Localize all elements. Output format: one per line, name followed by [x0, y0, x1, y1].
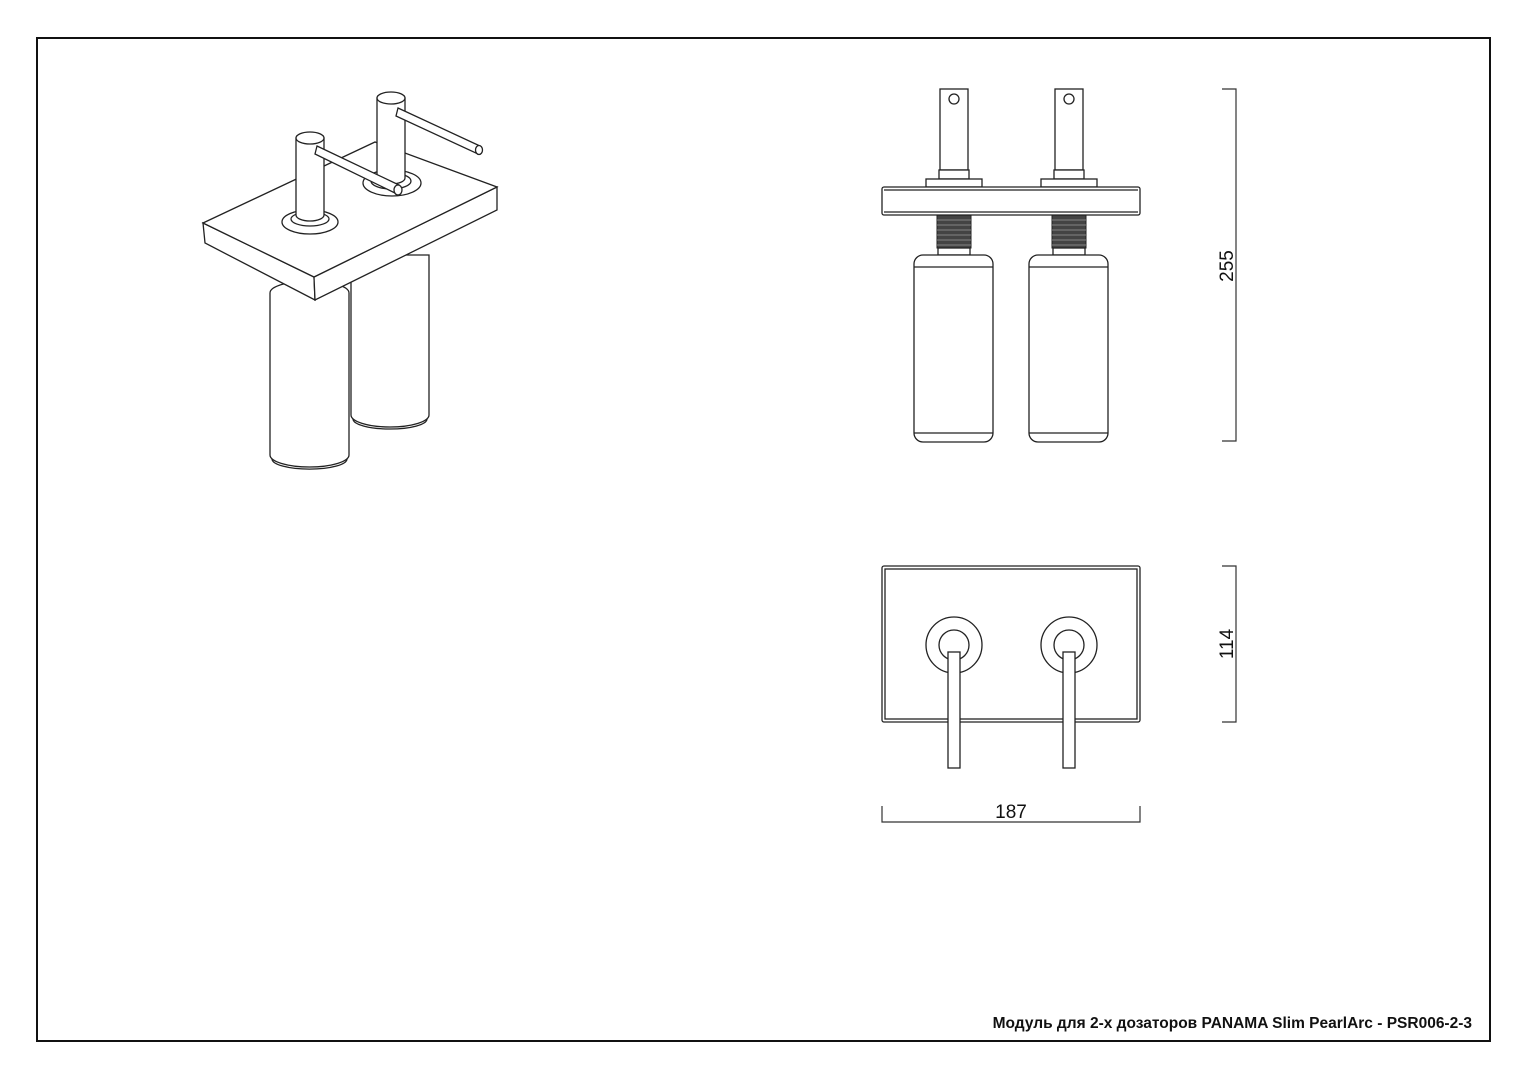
left-bottle	[269, 280, 350, 470]
front-right-dispenser	[1028, 88, 1109, 443]
dimension-width-label: 187	[995, 802, 1027, 823]
dimension-depth: 114	[1217, 565, 1238, 723]
dimension-height-label: 255	[1217, 250, 1238, 282]
front-view	[881, 88, 1141, 443]
top-right-dispenser	[1040, 616, 1098, 769]
top-view	[881, 565, 1141, 769]
dimension-height: 255	[1217, 88, 1238, 442]
dimension-width: 187	[881, 802, 1141, 823]
front-plate	[881, 186, 1141, 216]
drawing-title: Модуль для 2-х дозаторов PANAMA Slim Pea…	[992, 1015, 1472, 1032]
dimension-depth-label: 114	[1217, 628, 1238, 659]
top-left-dispenser	[925, 616, 983, 769]
top-plate	[881, 565, 1141, 723]
front-left-dispenser	[913, 88, 994, 443]
left-dispenser-pump	[281, 131, 403, 235]
right-bottle	[350, 254, 430, 430]
sheet-border	[36, 37, 1491, 1042]
isometric-view	[201, 91, 499, 470]
